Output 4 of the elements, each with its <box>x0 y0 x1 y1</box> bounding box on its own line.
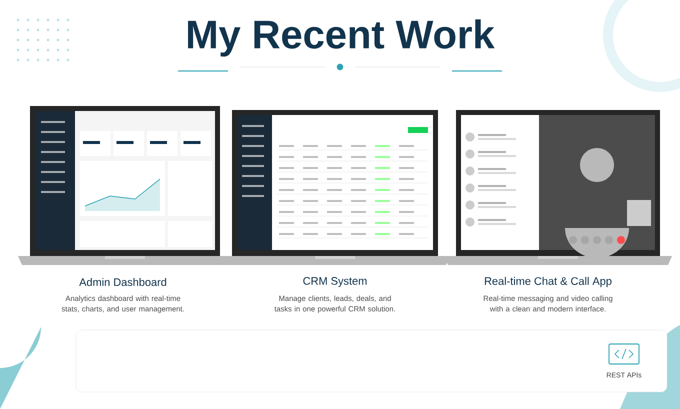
project-heading: Real-time Chat & Call App <box>484 276 612 288</box>
project-heading: Admin Dashboard <box>79 278 166 286</box>
project-heading: CRM System <box>303 277 367 287</box>
title: My Recent Work <box>188 19 495 57</box>
